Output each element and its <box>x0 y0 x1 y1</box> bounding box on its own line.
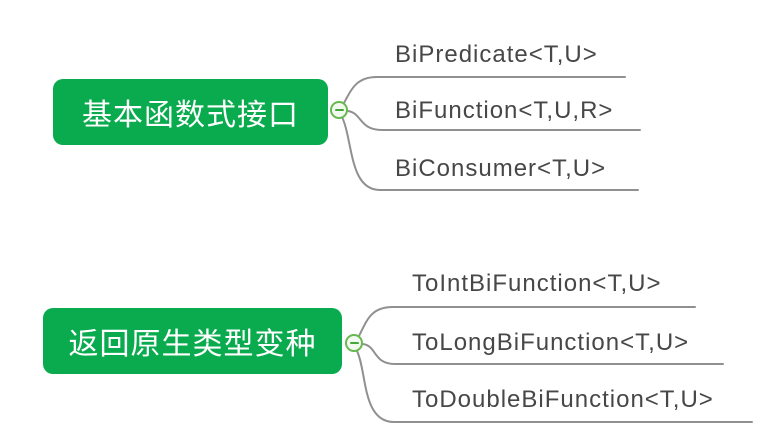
minus-icon <box>349 341 359 345</box>
topic-label: 基本函数式接口 <box>82 99 299 132</box>
branch-line-biconsumer <box>341 116 639 191</box>
branch-line-bipredicate <box>343 76 626 104</box>
child-topic-tointbifunction[interactable]: ToIntBiFunction<T,U> <box>412 270 662 297</box>
child-topic-tolongbifunction[interactable]: ToLongBiFunction<T,U> <box>412 329 690 356</box>
child-topic-bifunction[interactable]: BiFunction<T,U,R> <box>395 97 614 124</box>
branch-line-tointbifunction <box>358 306 696 337</box>
child-topic-todoublebifunction[interactable]: ToDoubleBiFunction<T,U> <box>412 386 714 413</box>
branch-line-todoublebifunction <box>356 350 753 423</box>
branch-line-tolongbifunction <box>362 343 724 365</box>
branch-line-bifunction <box>347 110 641 131</box>
topic-node-basic-functional-interfaces[interactable]: 基本函数式接口 <box>53 79 328 145</box>
collapse-button-branch-1[interactable] <box>330 101 348 119</box>
minus-icon <box>334 108 344 112</box>
collapse-button-branch-2[interactable] <box>345 334 363 352</box>
topic-label: 返回原生类型变种 <box>68 328 317 361</box>
topic-node-primitive-return-variants[interactable]: 返回原生类型变种 <box>43 308 342 374</box>
child-topic-bipredicate[interactable]: BiPredicate<T,U> <box>395 41 598 68</box>
child-topic-biconsumer[interactable]: BiConsumer<T,U> <box>395 155 607 182</box>
